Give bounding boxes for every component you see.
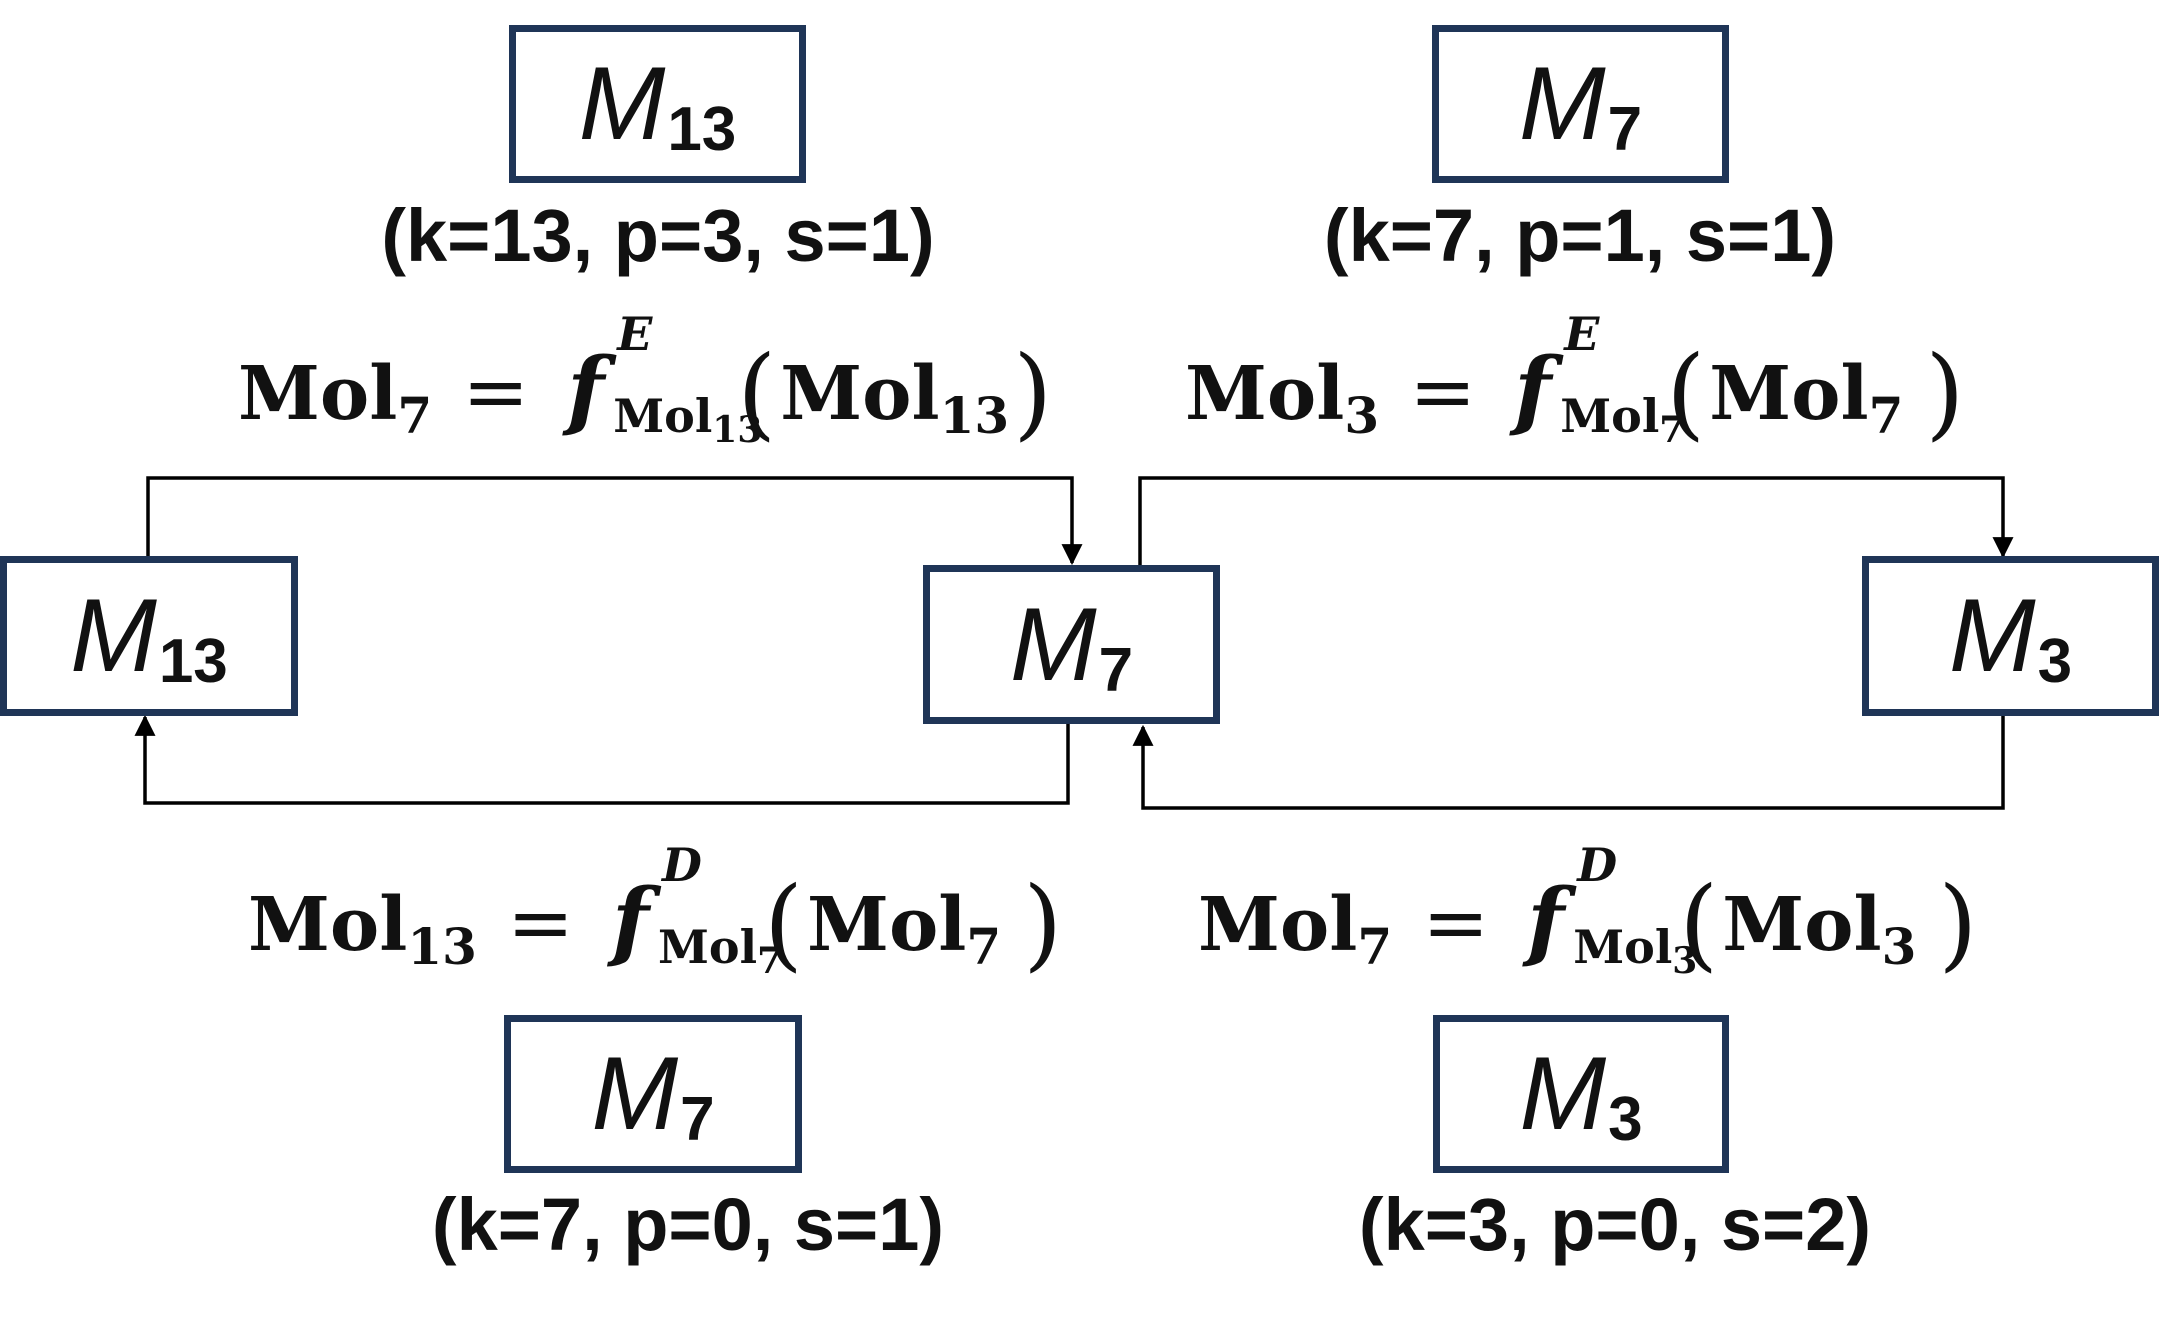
eq-equals: = (1422, 876, 1490, 969)
module-label: M (591, 1036, 679, 1152)
eq-lhs: Mol3 (1185, 351, 1380, 445)
legend-params-m7-bottom: (k=7, p=0, s=1) (431, 1183, 945, 1266)
module-label: M (1518, 46, 1606, 162)
eq-lhs: Mol7 (1198, 882, 1393, 976)
module-subscript: 7 (1607, 95, 1643, 164)
arrow-m7-to-m3-encode (1138, 476, 2014, 565)
eq-equals: = (462, 345, 530, 438)
eq-equals: = (506, 876, 575, 969)
module-label: M (1009, 586, 1097, 703)
eq-lhs: Mol7 (238, 351, 433, 445)
module-label: M (1519, 1036, 1607, 1152)
eq-lhs: Mol13 (248, 882, 477, 976)
eq-equals: = (1409, 345, 1477, 438)
arrow-m7-to-m13-decode (134, 714, 1070, 805)
module-subscript: 13 (158, 627, 228, 696)
legend-params-m3-bottom: (k=3, p=0, s=2) (1358, 1183, 1872, 1266)
module-subscript: 7 (680, 1085, 715, 1154)
eq-argument: Mol13 (780, 351, 1010, 445)
module-subscript: 7 (1098, 635, 1134, 705)
module-subscript: 3 (2037, 627, 2073, 696)
module-label: M (578, 46, 666, 162)
module-subscript: 3 (1608, 1085, 1643, 1154)
eq-argument: Mol3 (1722, 882, 1917, 976)
module-subscript: 13 (667, 95, 737, 164)
legend-params-m13: (k=13, p=3, s=1) (381, 194, 935, 277)
eq-argument: Mol7 (1709, 351, 1904, 445)
eq-argument: Mol7 (807, 882, 1002, 976)
legend-params-m7-top: (k=7, p=1, s=1) (1323, 194, 1837, 277)
arrow-m13-to-m7-encode (146, 476, 1083, 566)
arrow-m3-to-m7-decode (1132, 715, 2005, 810)
module-label: M (70, 578, 157, 694)
module-label: M (1948, 578, 2036, 694)
